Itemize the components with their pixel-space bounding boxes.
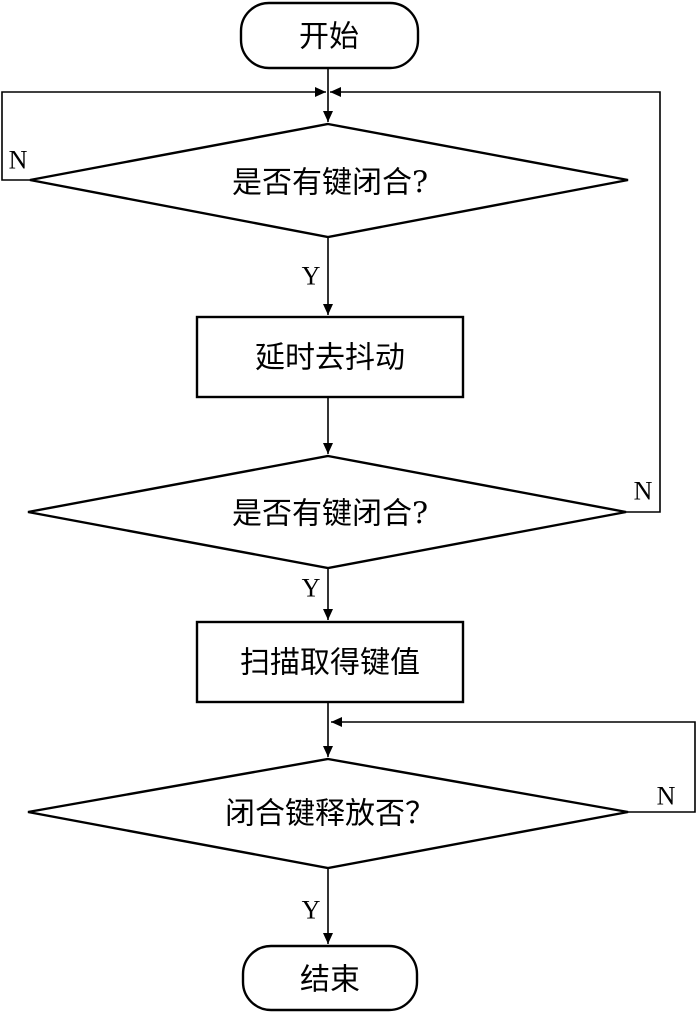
- start-terminator: [239, 1, 420, 70]
- decision-check-key-closed-2-label: 是否有键闭合?: [232, 497, 428, 532]
- branch-label-check3-no: N: [657, 782, 676, 811]
- branch-label-check1-yes: Y: [302, 262, 321, 291]
- decision-check-key-closed-1-label: 是否有键闭合?: [232, 166, 428, 201]
- end-terminator: [241, 944, 419, 1012]
- end-label: 结束: [300, 963, 360, 998]
- branch-label-check1-no: N: [9, 146, 28, 175]
- start-label: 开始: [299, 20, 359, 55]
- process-delay-debounce-label: 延时去抖动: [255, 341, 405, 376]
- decision-check-key-released: [27, 757, 629, 870]
- decision-check-key-closed-1: [29, 122, 629, 239]
- branch-label-check2-yes: Y: [302, 574, 321, 603]
- loop-check3-no: [331, 717, 696, 813]
- loop-check2-no: [330, 87, 661, 513]
- process-delay-debounce: [195, 315, 465, 399]
- decision-check-key-released-label: 闭合键释放否？: [225, 797, 435, 832]
- branch-label-check2-no: N: [634, 477, 653, 506]
- branch-label-check3-yes: Y: [302, 896, 321, 925]
- loop-check1-no: [1, 87, 326, 181]
- process-scan-key-value-label: 扫描取得键值: [240, 646, 420, 681]
- process-scan-key-value: [195, 620, 465, 704]
- decision-check-key-closed-2: [27, 454, 627, 570]
